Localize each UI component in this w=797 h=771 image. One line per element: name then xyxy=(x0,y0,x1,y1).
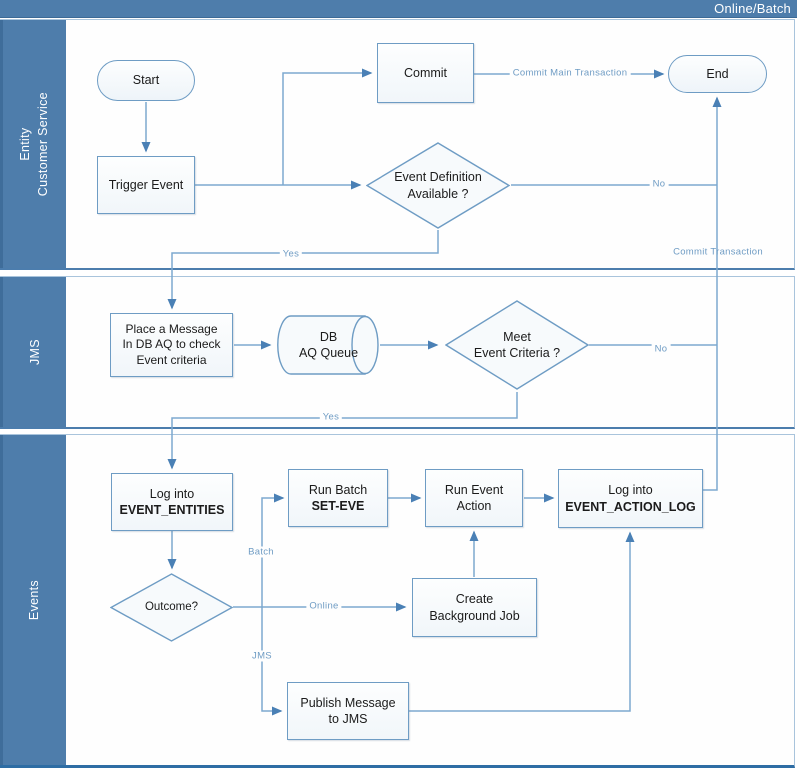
node-create-background-job: Create Background Job xyxy=(412,578,537,637)
node-label-line1: Run Event xyxy=(444,482,504,497)
lane-label-jms: JMS xyxy=(0,277,66,427)
edge-meet-criteria-yes xyxy=(167,392,518,470)
node-commit-label: Commit xyxy=(403,65,448,80)
lane-label-events: Events xyxy=(0,435,66,765)
node-label-line1: Run Batch xyxy=(308,482,368,497)
lane-label-entity-customer-service: Entity Customer Service xyxy=(0,20,66,268)
node-log-event-entities: Log into EVENT_ENTITIES xyxy=(111,473,233,531)
decision-label: Outcome? xyxy=(144,601,199,614)
node-outcome-decision: Outcome? xyxy=(110,573,233,642)
node-event-definition-decision: Event Definition Available ? xyxy=(366,142,510,229)
diamond-shape xyxy=(445,300,589,390)
node-label-line2: Action xyxy=(456,499,492,513)
edge-branch-to-commit xyxy=(282,68,373,185)
node-run-batch: Run Batch SET-EVE xyxy=(288,469,388,527)
node-label-line2: Background Job xyxy=(429,608,520,623)
edge-label-yes-meet-criteria: Yes xyxy=(319,411,343,423)
edge-label-no-event-definition: No xyxy=(649,178,669,190)
node-label-line1: Create xyxy=(455,592,494,607)
edge-label-jms: JMS xyxy=(249,650,275,662)
node-label-line1: DB xyxy=(319,329,338,344)
decision-label-line2: Available ? xyxy=(407,186,469,201)
node-label-line2: In DB AQ to check xyxy=(122,337,221,352)
edge-label-commit-transaction: Commit Transaction xyxy=(673,246,763,258)
edge-event-definition-yes xyxy=(167,230,439,310)
edge-label-batch: Batch xyxy=(245,546,277,558)
edge-trunk-to-end xyxy=(703,96,722,491)
node-label-line2: AQ Queue xyxy=(298,346,359,360)
node-label-line2: EVENT_ENTITIES xyxy=(119,503,225,517)
node-label-line2: SET-EVE xyxy=(311,499,365,513)
node-end: End xyxy=(668,55,767,93)
queue-cylinder-shape xyxy=(277,315,379,375)
node-db-aq-queue: DB AQ Queue xyxy=(277,315,380,375)
decision-label-line1: Event Definition xyxy=(394,170,482,185)
node-label-line2: to JMS xyxy=(328,712,368,726)
edge-label-online: Online xyxy=(306,600,342,612)
edge-outcome-batch xyxy=(261,493,285,607)
node-end-label: End xyxy=(706,66,729,81)
node-label-line1: Log into xyxy=(149,486,195,501)
edge-label-yes-event-definition: Yes xyxy=(279,248,303,260)
decision-label-line1: Meet xyxy=(503,329,531,344)
node-label-line2: EVENT_ACTION_LOG xyxy=(565,499,696,514)
decision-label-line2: Event Criteria ? xyxy=(473,346,561,360)
node-log-event-action-log: Log into EVENT_ACTION_LOG xyxy=(558,469,703,528)
node-start: Start xyxy=(97,60,195,101)
node-start-label: Start xyxy=(132,73,160,88)
node-meet-criteria-decision: Meet Event Criteria ? xyxy=(445,300,589,390)
node-trigger-event-label: Trigger Event xyxy=(108,177,184,192)
edge-label-no-meet-criteria: No xyxy=(651,343,671,355)
node-label-line1: Publish Message xyxy=(300,695,396,710)
node-place-message: Place a Message In DB AQ to check Event … xyxy=(110,313,233,377)
node-commit: Commit xyxy=(377,43,474,103)
node-publish-message: Publish Message to JMS xyxy=(287,682,409,740)
edge-label-commit-main-transaction: Commit Main Transaction xyxy=(509,67,631,79)
title-bar: Online/Batch xyxy=(0,0,797,18)
diamond-shape xyxy=(366,142,510,229)
node-label-line1: Log into xyxy=(608,483,653,498)
diagram-title: Online/Batch xyxy=(714,1,791,16)
node-label-line3: Event criteria xyxy=(136,352,207,367)
node-label-line1: Place a Message xyxy=(125,321,218,336)
node-run-event-action: Run Event Action xyxy=(425,469,523,527)
diamond-shape xyxy=(110,573,233,642)
edge-outcome-jms xyxy=(261,607,283,716)
node-trigger-event: Trigger Event xyxy=(97,156,195,214)
edge-publish-to-actionlog xyxy=(409,531,635,712)
